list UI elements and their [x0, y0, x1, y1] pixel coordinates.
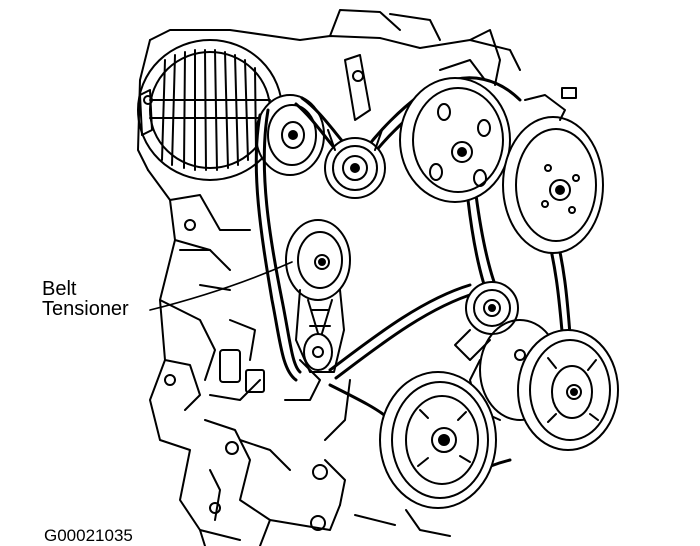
callout-label-line-2: Tensioner [42, 298, 129, 320]
ac-compressor-pulley [517, 329, 619, 451]
alternator [137, 39, 283, 181]
callout-label-line-1: Belt [42, 278, 77, 300]
figure-code: G00021035 [44, 526, 133, 545]
upper-right-pulley [502, 87, 604, 254]
power-steering-pulley [399, 77, 511, 203]
crankshaft-pulley [379, 371, 497, 537]
belt-tensioner [285, 219, 351, 373]
callout-leader-line [149, 261, 293, 311]
idler-pulley-upper [324, 54, 386, 199]
